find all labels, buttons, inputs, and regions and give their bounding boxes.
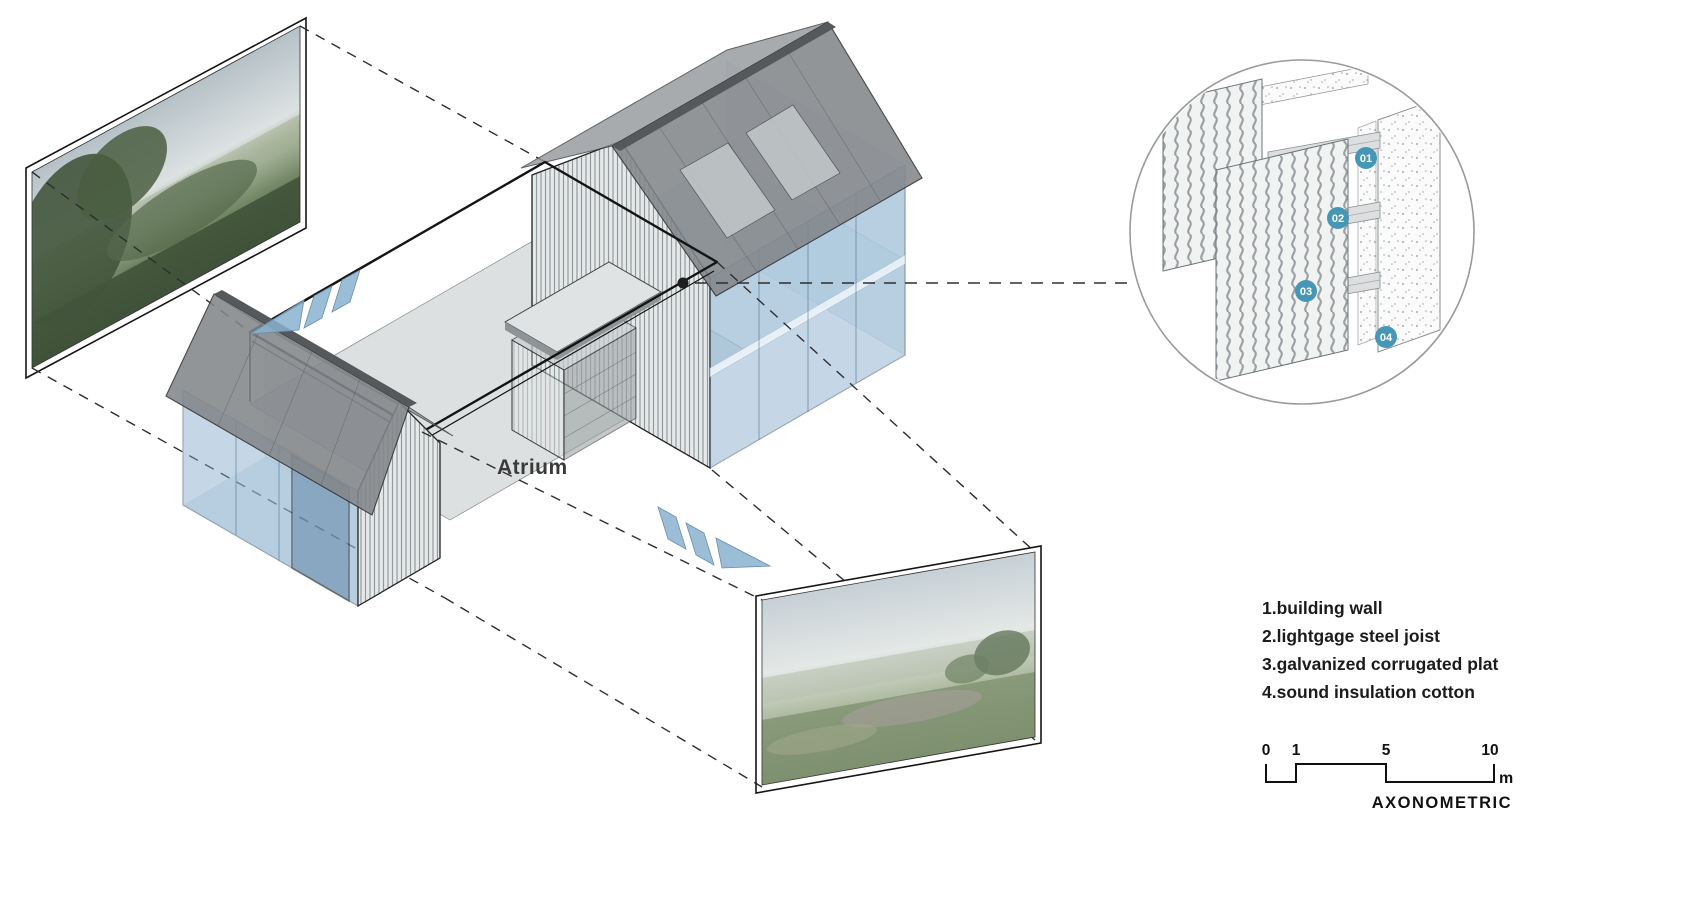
badge-circle	[1375, 326, 1397, 348]
scale-tick-label: 1	[1292, 742, 1301, 759]
scale-tick-label: 0	[1262, 742, 1271, 759]
left-photo-edge	[31, 25, 301, 369]
atrium-label: Atrium	[497, 456, 568, 479]
front-building	[165, 290, 454, 608]
arrow-stripe	[303, 285, 333, 329]
right-photo-frame	[755, 545, 1042, 794]
scale-bar: 0 1 5 10 m AXONOMETRIC	[1262, 742, 1514, 812]
front-building-mullions	[235, 420, 280, 561]
corrugated-plate-panel	[1215, 138, 1349, 382]
scale-tick-label: 5	[1382, 742, 1391, 759]
scale-unit-label: m	[1499, 770, 1513, 787]
building-wall-panel	[1377, 97, 1441, 353]
view-arrow-right	[657, 506, 772, 569]
scale-bar-line	[1265, 763, 1495, 783]
detail-callout: 01 02 03 04	[1129, 59, 1475, 405]
scale-tick-label: 10	[1481, 742, 1498, 759]
detail-badges: 01 02 03 04	[1295, 147, 1397, 348]
badge-circle	[1327, 207, 1349, 229]
view-arrow-left	[249, 269, 361, 335]
legend-item: 1.building wall	[1262, 598, 1383, 618]
badge-04: 04	[1375, 326, 1397, 348]
projection-line	[31, 367, 446, 599]
projection-line	[299, 25, 546, 163]
legend-item: 4.sound insulation cotton	[1262, 682, 1475, 702]
rear-building-skylight	[679, 142, 776, 239]
arrow-stripe	[331, 269, 361, 313]
badge-01: 01	[1355, 147, 1377, 169]
left-photo-panel	[25, 16, 307, 380]
arrow-head-icon	[715, 537, 772, 569]
badge-03: 03	[1295, 280, 1317, 302]
badge-circle	[1295, 280, 1317, 302]
right-photo-panel	[755, 545, 1042, 794]
legend: 1.building wall 2.lightgage steel joist …	[1262, 598, 1498, 702]
balcony-edge	[505, 322, 557, 360]
arrow-head-icon	[249, 299, 305, 335]
badge-label: 03	[1300, 286, 1312, 298]
left-photo-image	[32, 26, 300, 368]
axonometric-caption: AXONOMETRIC	[1372, 794, 1512, 812]
detail-assembly	[1162, 65, 1441, 382]
front-building-ridge-cap	[214, 290, 417, 407]
badge-02: 02	[1327, 207, 1349, 229]
front-building-rafters	[217, 321, 361, 486]
left-photo-frame	[25, 16, 307, 380]
legend-item: 2.lightgage steel joist	[1262, 626, 1440, 646]
arrow-stripe	[657, 506, 687, 550]
rear-building-skylight	[745, 104, 841, 201]
badge-label: 02	[1332, 213, 1344, 225]
right-photo-edge	[761, 551, 1036, 786]
badge-label: 04	[1380, 332, 1393, 344]
projection-line	[444, 597, 763, 788]
arrow-stripe	[685, 522, 715, 566]
legend-item: 3.galvanized corrugated plat	[1262, 654, 1498, 674]
projection-line	[421, 431, 763, 601]
right-photo-image	[762, 552, 1035, 785]
rear-building-ridge-cap	[612, 22, 836, 151]
section-marker-dot	[677, 277, 689, 289]
badge-circle	[1355, 147, 1377, 169]
stair-steps	[563, 351, 637, 439]
rear-building-mullions	[758, 193, 857, 440]
badge-label: 01	[1360, 153, 1372, 165]
